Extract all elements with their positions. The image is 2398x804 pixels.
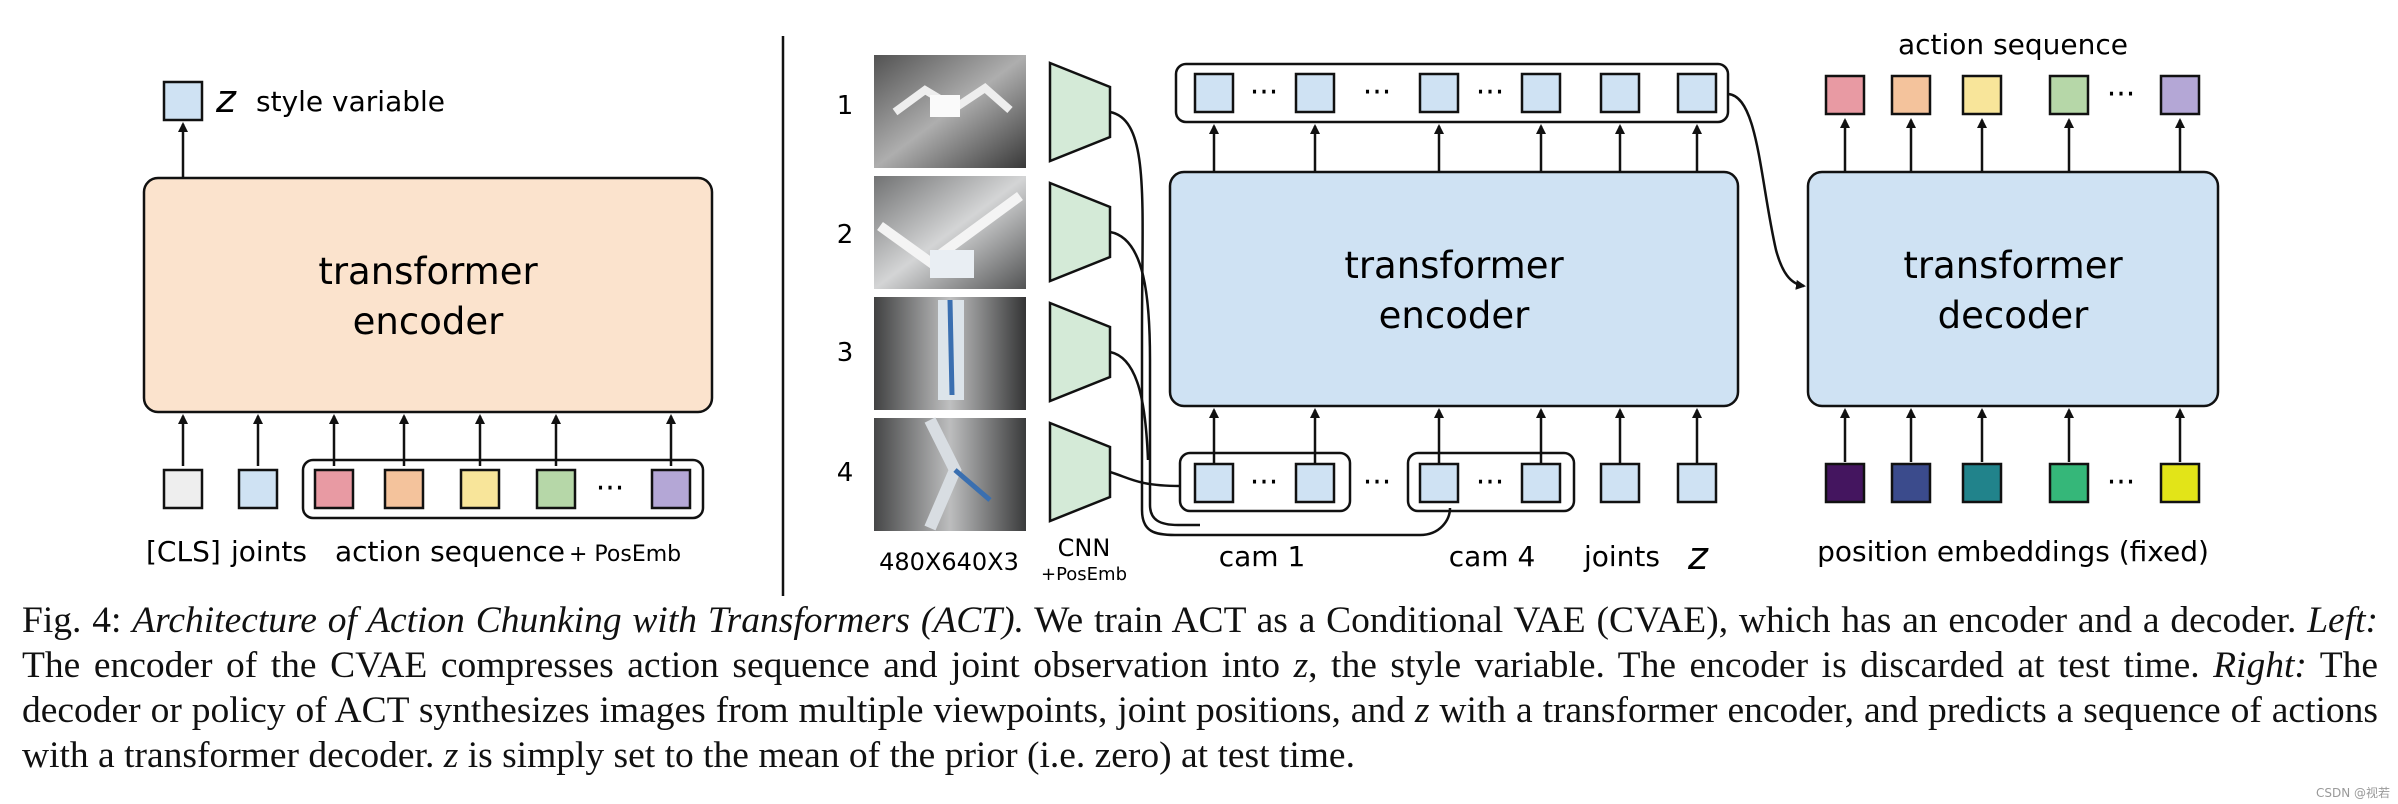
cam1-token-group <box>1178 451 1352 513</box>
caption-fig-label: Fig. 4: <box>22 600 122 641</box>
action-token-3 <box>459 468 501 510</box>
caption-right-text-1: The decoder or policy of ACT synthesizes… <box>22 645 2378 731</box>
encoder-out-dots-3: ··· <box>1476 75 1505 110</box>
caption-title: Architecture of Action Chunking with Tra… <box>132 600 1024 641</box>
encoder-input-tokens <box>1193 462 1718 504</box>
cam1-dots: ··· <box>1250 465 1279 500</box>
decoded-action-dots: ··· <box>2107 77 2136 112</box>
image-index-2: 2 <box>837 220 854 250</box>
encoder-out-dots-1: ··· <box>1250 75 1279 110</box>
cnn-block-4 <box>1048 421 1112 523</box>
right-panel: 1 2 3 4 480X640X3 <box>837 28 2220 585</box>
decoder-title-line2: decoder <box>1938 294 2089 337</box>
encoder-out-dots-2: ··· <box>1363 75 1392 110</box>
camera-image-3 <box>874 297 1026 410</box>
ellipsis-left: ··· <box>596 471 625 506</box>
right-encoder-title-line2: encoder <box>1379 294 1530 337</box>
action-token-5 <box>650 468 692 510</box>
decoder-output-arrows <box>1840 118 2185 172</box>
position-embeddings-label: position embeddings (fixed) <box>1817 535 2209 568</box>
cam4-label: cam 4 <box>1449 540 1536 573</box>
cnn-block-3 <box>1048 301 1112 403</box>
image-size-label: 480X640X3 <box>879 548 1019 576</box>
caption-right-label: Right: <box>2213 645 2307 686</box>
caption-left-text-2: , the style variable. The encoder is dis… <box>1308 645 2214 686</box>
right-encoder-title-line1: transformer <box>1344 244 1564 287</box>
cnn-label: CNN <box>1058 534 1111 562</box>
position-embedding-token-2 <box>1890 462 1932 504</box>
decoded-action-token-2 <box>1890 74 1932 116</box>
caption-right-text-2: with a transformer encoder, and predicts… <box>22 690 2379 776</box>
encoder-to-decoder-arrow <box>1727 92 1806 290</box>
decoded-action-token-3 <box>1961 74 2003 116</box>
joints-label-left: joints <box>230 535 307 568</box>
caption-z-2: z <box>1414 690 1430 731</box>
decoder-title-line1: transformer <box>1903 244 2123 287</box>
posemb-label-left: + PosEmb <box>569 542 681 567</box>
cam1-label: cam 1 <box>1219 540 1306 573</box>
camera-image-4 <box>874 417 1026 531</box>
decoded-action-token-4 <box>2048 74 2090 116</box>
decoder-input-arrows <box>1840 408 2185 462</box>
left-input-arrows <box>178 414 676 466</box>
transformer-decoder-block <box>1806 170 2220 408</box>
action-token-4 <box>535 468 577 510</box>
image-index-4: 4 <box>837 458 854 488</box>
figure-caption: Fig. 4: Architecture of Action Chunking … <box>22 598 2378 778</box>
joints-label-right: joints <box>1583 540 1660 573</box>
image-index-1: 1 <box>837 91 854 121</box>
cnn-connection-curves <box>1109 110 1452 537</box>
right-transformer-encoder-block <box>1168 170 1740 408</box>
left-panel: z style variable transformer encoder ···… <box>142 77 714 568</box>
cls-label: [CLS] <box>146 535 221 568</box>
between-cams-dots: ··· <box>1363 465 1392 500</box>
action-sequence-label-left: action sequence <box>335 535 565 568</box>
position-embedding-token-4 <box>2048 462 2090 504</box>
camera-image-1 <box>874 55 1026 168</box>
encoder-output-tokens <box>1193 72 1718 114</box>
watermark: CSDN @视若 <box>2315 786 2390 800</box>
encoder-output-arrows <box>1209 124 1702 172</box>
position-embedding-token-5 <box>2159 462 2201 504</box>
caption-z-3: z <box>443 735 459 776</box>
z-output-token <box>162 80 204 122</box>
cls-token <box>162 468 204 510</box>
cam4-token-group <box>1406 451 1576 513</box>
z-symbol-left: z <box>215 77 237 121</box>
caption-sentence-1: We train ACT as a Conditional VAE (CVAE)… <box>1023 600 2308 641</box>
encoder-input-arrows <box>1209 408 1702 464</box>
position-embedding-token-3 <box>1961 462 2003 504</box>
cam4-dots: ··· <box>1476 465 1505 500</box>
camera-image-2 <box>874 176 1026 289</box>
style-variable-label: style variable <box>256 85 445 118</box>
cnn-block-2 <box>1048 181 1112 283</box>
image-index-3: 3 <box>837 338 854 368</box>
caption-left-label: Left: <box>2307 600 2379 641</box>
caption-left-text-1: The encoder of the CVAE compresses actio… <box>22 645 1294 686</box>
decoded-action-token-5 <box>2159 74 2201 116</box>
position-embedding-dots: ··· <box>2107 465 2136 500</box>
z-symbol-right: z <box>1687 534 1709 578</box>
cnn-posemb-label: +PosEmb <box>1041 564 1127 585</box>
left-transformer-encoder-block <box>142 176 714 414</box>
encoder-output-group <box>1174 62 1730 124</box>
cnn-blocks <box>1048 61 1112 523</box>
caption-right-text-3: is simply set to the mean of the prior (… <box>458 735 1355 776</box>
cnn-block-1 <box>1048 61 1112 163</box>
action-token-2 <box>383 468 425 510</box>
joints-token-left <box>237 468 279 510</box>
action-token-1 <box>313 468 355 510</box>
action-sequence-group-left <box>301 458 705 520</box>
action-sequence-label-right: action sequence <box>1898 28 2128 61</box>
left-encoder-title-line2: encoder <box>353 300 504 343</box>
caption-z-1: z <box>1293 645 1309 686</box>
decoded-action-token-1 <box>1824 74 1866 116</box>
act-architecture-diagram: z style variable transformer encoder ···… <box>142 28 2220 596</box>
left-encoder-title-line1: transformer <box>318 250 538 293</box>
position-embedding-token-1 <box>1824 462 1866 504</box>
